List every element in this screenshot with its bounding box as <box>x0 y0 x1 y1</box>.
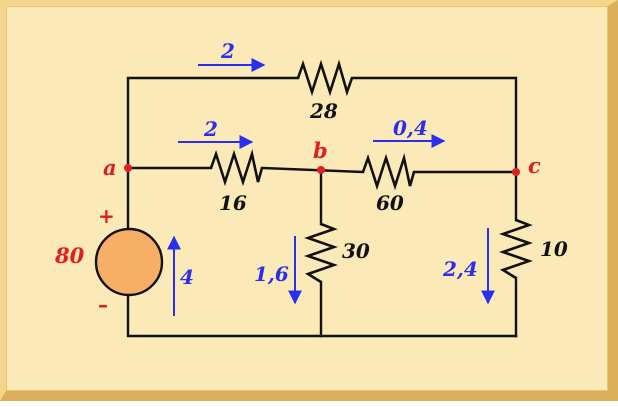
current-30-label: 1,6 <box>254 262 289 286</box>
current-60-label: 0,4 <box>393 116 428 140</box>
node-c-dot <box>512 168 520 176</box>
node-c-label: c <box>528 153 541 178</box>
resistor-30 <box>304 222 338 284</box>
source-voltage-label: 80 <box>54 243 85 268</box>
resistor-30-label: 30 <box>342 239 370 263</box>
node-a-label: a <box>103 155 117 180</box>
resistor-28 <box>296 59 354 97</box>
current-16-label: 2 <box>203 117 218 141</box>
resistor-16-label: 16 <box>219 191 247 215</box>
node-a-dot <box>124 164 132 172</box>
wire-top <box>126 76 518 174</box>
node-b-label: b <box>313 138 328 163</box>
circuit-diagram: a b c 28 16 60 30 10 2 2 0,4 1,6 2,4 4 8… <box>54 39 568 338</box>
current-source-label: 4 <box>180 265 194 289</box>
resistor-16 <box>209 148 264 187</box>
node-b-dot <box>317 166 325 174</box>
source-minus-sign: – <box>98 293 108 317</box>
resistor-10-label: 10 <box>540 237 568 261</box>
current-28-label: 2 <box>220 39 235 63</box>
wire-middle <box>126 166 518 174</box>
circuit-wires <box>126 76 518 338</box>
resistor-10 <box>499 218 533 280</box>
resistor-60-label: 60 <box>376 191 404 215</box>
current-10-label: 2,4 <box>442 257 478 281</box>
resistor-28-label: 28 <box>309 99 338 123</box>
resistor-60 <box>361 152 416 191</box>
wire-left <box>126 166 518 338</box>
voltage-source <box>94 227 164 297</box>
source-plus-sign: + <box>98 204 115 228</box>
